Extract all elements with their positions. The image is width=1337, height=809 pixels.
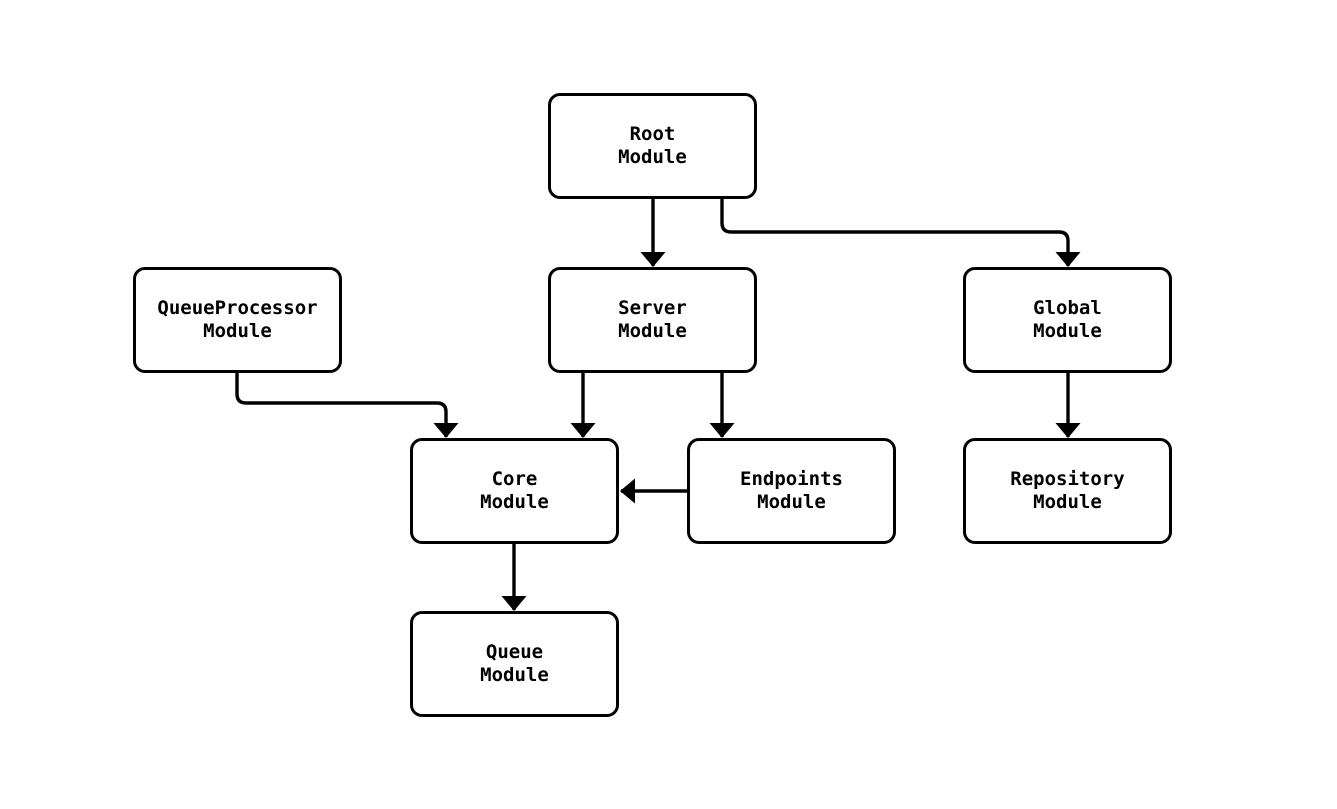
node-label-line: Core	[491, 468, 538, 490]
node-label-line: Root	[629, 123, 676, 145]
node-label-line: Module	[480, 664, 549, 686]
edge-root-to-global	[720, 199, 1081, 267]
node-label-line: Module	[1033, 320, 1102, 342]
node-label-line: Module	[618, 146, 687, 168]
node-label-line: Global	[1033, 297, 1102, 319]
node-label-line: Module	[757, 491, 826, 513]
node-label-line: Module	[203, 320, 272, 342]
node-label-line: Module	[480, 491, 549, 513]
node-label-line: Endpoints	[740, 468, 843, 490]
node-label-line: Module	[1033, 491, 1102, 513]
node-label-line: Module	[618, 320, 687, 342]
node-label-line: Repository	[1010, 468, 1125, 490]
node-label-line: QueueProcessor	[157, 297, 318, 319]
node-label-line: Queue	[485, 641, 544, 663]
node-label-line: Server	[618, 297, 687, 319]
edge-queueprocessor-to-core	[235, 373, 459, 438]
